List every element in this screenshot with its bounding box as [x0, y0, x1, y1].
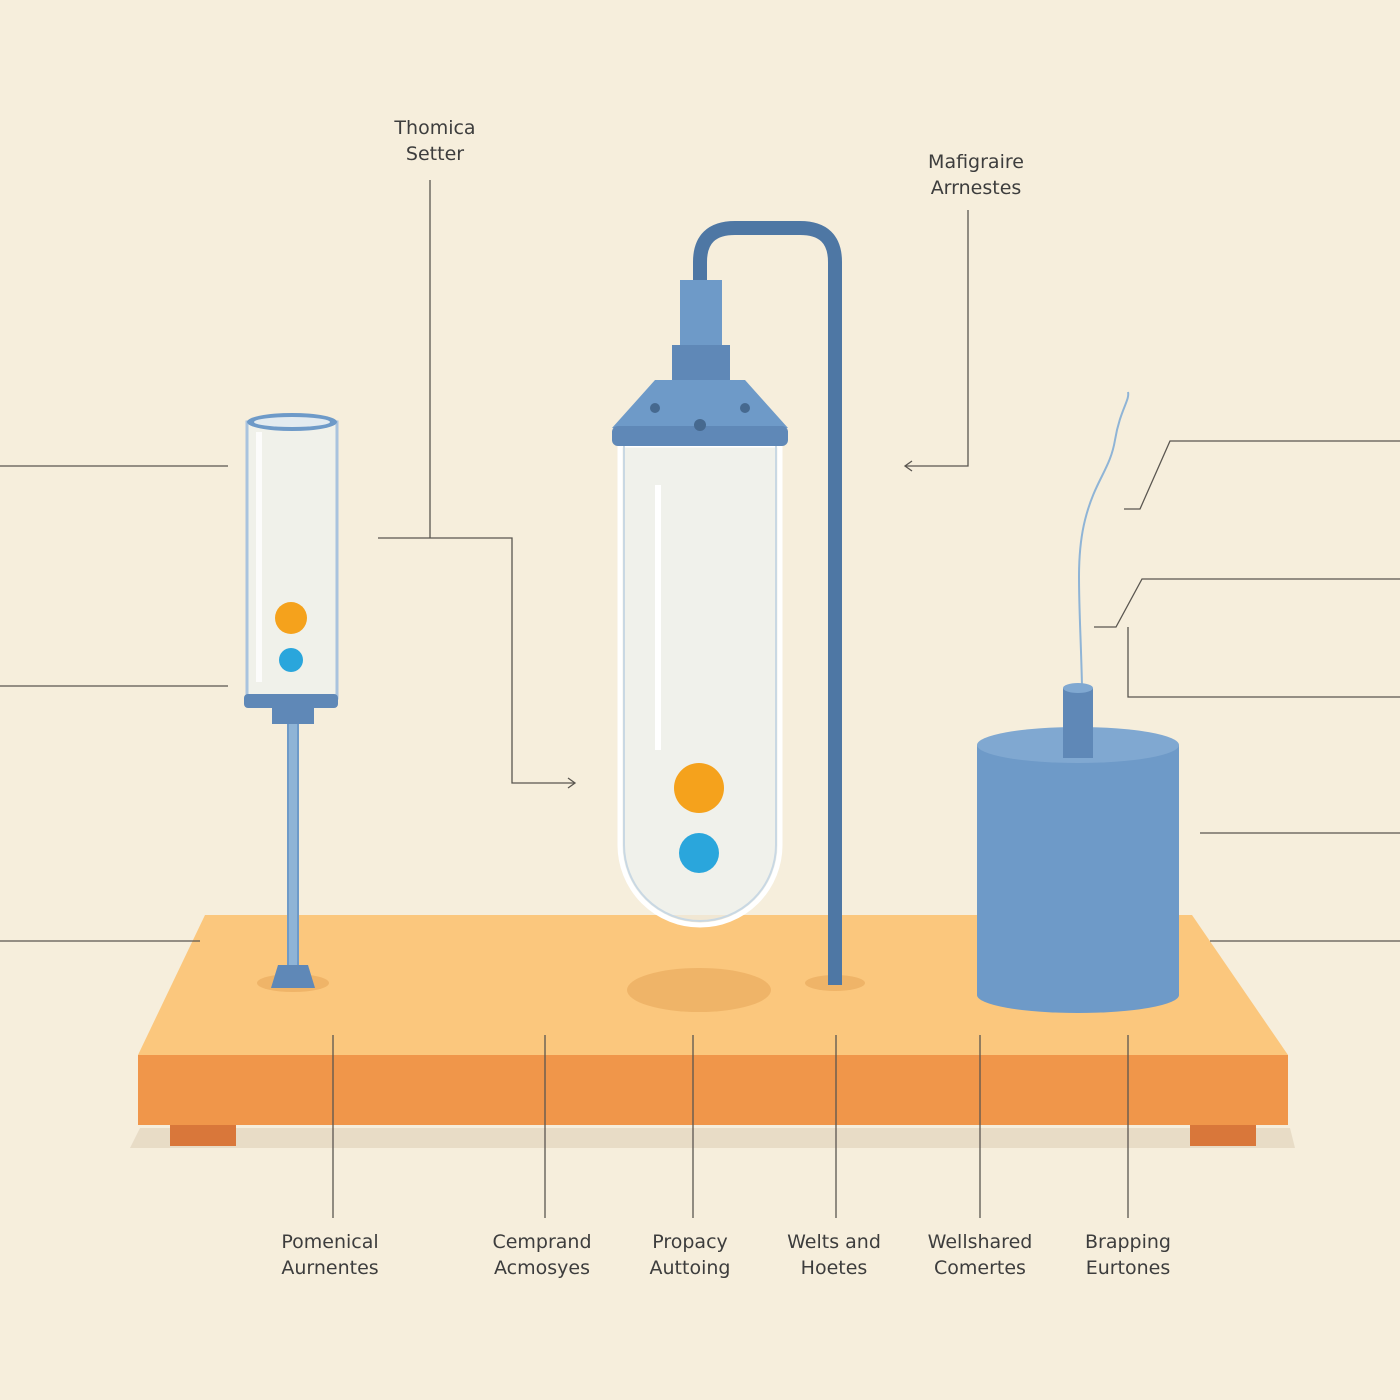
pipe — [693, 221, 842, 985]
orange-ball-large — [674, 763, 724, 813]
board-front — [138, 1055, 1288, 1125]
label-line: Propacy — [652, 1231, 728, 1253]
label-line: Auttoing — [650, 1257, 731, 1279]
orange-ball-small — [275, 602, 307, 634]
top-label-thermica: Thomica Setter — [393, 117, 475, 165]
label-line: Eurtones — [1086, 1257, 1171, 1279]
leader-lines — [0, 180, 1400, 1218]
board-leg-left — [170, 1122, 236, 1146]
label-line: Acmosyes — [494, 1257, 590, 1279]
blue-cylinder — [977, 391, 1179, 1013]
small-test-tube — [244, 413, 339, 988]
label-line: Setter — [406, 143, 464, 165]
label-line: Welts and — [787, 1231, 881, 1253]
top-label-magi: Mafigraire Arrnestes — [928, 151, 1024, 199]
label-line: Thomica — [393, 117, 475, 139]
label-line: Comertes — [934, 1257, 1026, 1279]
blue-ball-large — [679, 833, 719, 873]
large-test-tube — [612, 221, 842, 985]
label-line: Wellshared — [928, 1231, 1033, 1253]
label-line: Mafigraire — [928, 151, 1024, 173]
label-line: Arrnestes — [931, 177, 1022, 199]
label-line: Aurnentes — [281, 1257, 378, 1279]
board-leg-right — [1190, 1122, 1256, 1146]
label-line: Hoetes — [801, 1257, 868, 1279]
label-line: Cemprand — [492, 1231, 591, 1253]
label-line: Pomenical — [281, 1231, 378, 1253]
label-line: Brapping — [1085, 1231, 1171, 1253]
vapor-wisp — [1077, 391, 1130, 687]
blue-ball-small — [279, 648, 303, 672]
bottom-labels: Pomenical Aurnentes Cemprand Acmosyes Pr… — [281, 1231, 1171, 1279]
